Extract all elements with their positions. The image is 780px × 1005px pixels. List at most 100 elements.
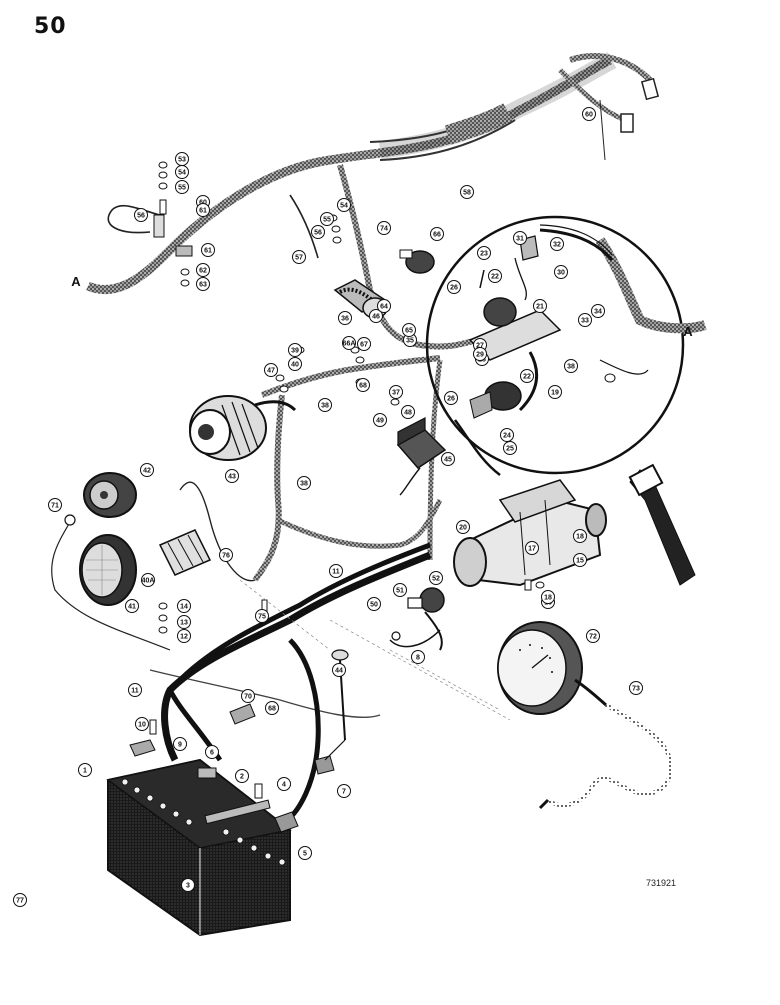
callout-circle — [503, 441, 517, 455]
callout-number: 63 — [199, 282, 207, 289]
callout-circle — [444, 391, 458, 405]
callout-number: 22 — [491, 274, 499, 281]
callout-circle — [177, 615, 191, 629]
callout-circle — [141, 573, 155, 587]
callout-circle — [377, 299, 391, 313]
callout-circle — [441, 452, 455, 466]
callout-circle — [548, 385, 562, 399]
callout-circle — [629, 681, 643, 695]
callout-number: 55 — [178, 185, 186, 192]
callout-number: 64 — [380, 304, 388, 311]
callout-number: 11 — [332, 569, 340, 576]
callout-number: 44 — [335, 668, 343, 675]
callout-circle — [201, 243, 215, 257]
callout-number: 52 — [432, 576, 440, 583]
callout-circle — [369, 309, 383, 323]
callout-number: 68 — [268, 706, 276, 713]
callout-circle — [541, 590, 555, 604]
battery — [106, 758, 292, 937]
tachometer — [497, 621, 673, 810]
callout-circle — [578, 313, 592, 327]
callout-circle — [500, 428, 514, 442]
callout-circle — [288, 357, 302, 371]
callout-number: 50 — [370, 602, 378, 609]
callout-number: 22 — [523, 374, 531, 381]
callout-number: 36 — [341, 316, 349, 323]
callout-number: 66 — [433, 232, 441, 239]
callout-circle — [255, 609, 269, 623]
callout-circle — [357, 337, 371, 351]
callout-number: 37 — [392, 390, 400, 397]
callout-circle — [332, 663, 346, 677]
callout-number: 61 — [204, 248, 212, 255]
callout-circle — [430, 227, 444, 241]
callout-circle — [402, 323, 416, 337]
callout-circle — [297, 476, 311, 490]
callout-number: 72 — [589, 634, 597, 641]
callout-number: 33 — [581, 318, 589, 325]
callout-number: 21 — [536, 304, 544, 311]
callout-number: 34 — [594, 309, 602, 316]
callout-circle — [342, 336, 356, 350]
callout-number: 60 — [199, 200, 207, 207]
callout-circle — [219, 548, 233, 562]
callout-number: 9 — [178, 742, 182, 749]
callout-circle — [181, 878, 195, 892]
callout-number: 73 — [632, 686, 640, 693]
callout-circle — [235, 769, 249, 783]
callout-number: 26 — [450, 285, 458, 292]
callout-circle — [288, 343, 302, 357]
callout-circle — [277, 777, 291, 791]
callout-number: 2 — [240, 774, 244, 781]
callout-number: 6 — [210, 750, 214, 757]
callout-number: 38 — [567, 364, 575, 371]
callout-number: 3 — [186, 883, 190, 890]
callout-circle — [520, 369, 534, 383]
callout-number: 12 — [180, 634, 188, 641]
callout-circle — [337, 198, 351, 212]
callout-circle — [389, 385, 403, 399]
callout-circle — [311, 225, 325, 239]
callout-circle — [591, 304, 605, 318]
callout-number: 30 — [557, 270, 565, 277]
callout-number: 4 — [282, 782, 286, 789]
callout-circle — [177, 629, 191, 643]
callout-number: 68 — [359, 383, 367, 390]
callout-circle — [196, 203, 210, 217]
callout-circle — [554, 265, 568, 279]
callout-circle — [477, 246, 491, 260]
page-number: 50 — [34, 14, 67, 39]
callout-circle — [318, 398, 332, 412]
callout-number: 40 — [291, 362, 299, 369]
callout-circle — [241, 689, 255, 703]
callout-circle — [550, 237, 564, 251]
callout-number: 48 — [404, 410, 412, 417]
callout-number: 18 — [544, 595, 552, 602]
callout-number: 31 — [516, 236, 524, 243]
callout-circle — [393, 583, 407, 597]
callout-number: 23 — [480, 251, 488, 258]
callout-number: 51 — [396, 588, 404, 595]
callout-circle — [367, 597, 381, 611]
callout-number: 57 — [295, 255, 303, 262]
callout-number: 26 — [447, 396, 455, 403]
callout-number: 74 — [380, 226, 388, 233]
callout-number: 77 — [16, 898, 24, 905]
callout-circle — [586, 629, 600, 643]
callout-number: 55 — [323, 217, 331, 224]
callout-circle — [473, 347, 487, 361]
reference-lines — [239, 579, 511, 721]
callout-number: 58 — [463, 190, 471, 197]
callout-circle — [292, 250, 306, 264]
callout-number: 24 — [503, 433, 511, 440]
callout-number: 38 — [300, 481, 308, 488]
callout-circle — [573, 529, 587, 543]
callout-circle — [513, 231, 527, 245]
small-parts — [129, 161, 545, 833]
callout-circle — [298, 846, 312, 860]
callout-circle — [373, 413, 387, 427]
callout-number: 47 — [267, 368, 275, 375]
callout-number: 67 — [360, 342, 368, 349]
callout-circle — [264, 363, 278, 377]
